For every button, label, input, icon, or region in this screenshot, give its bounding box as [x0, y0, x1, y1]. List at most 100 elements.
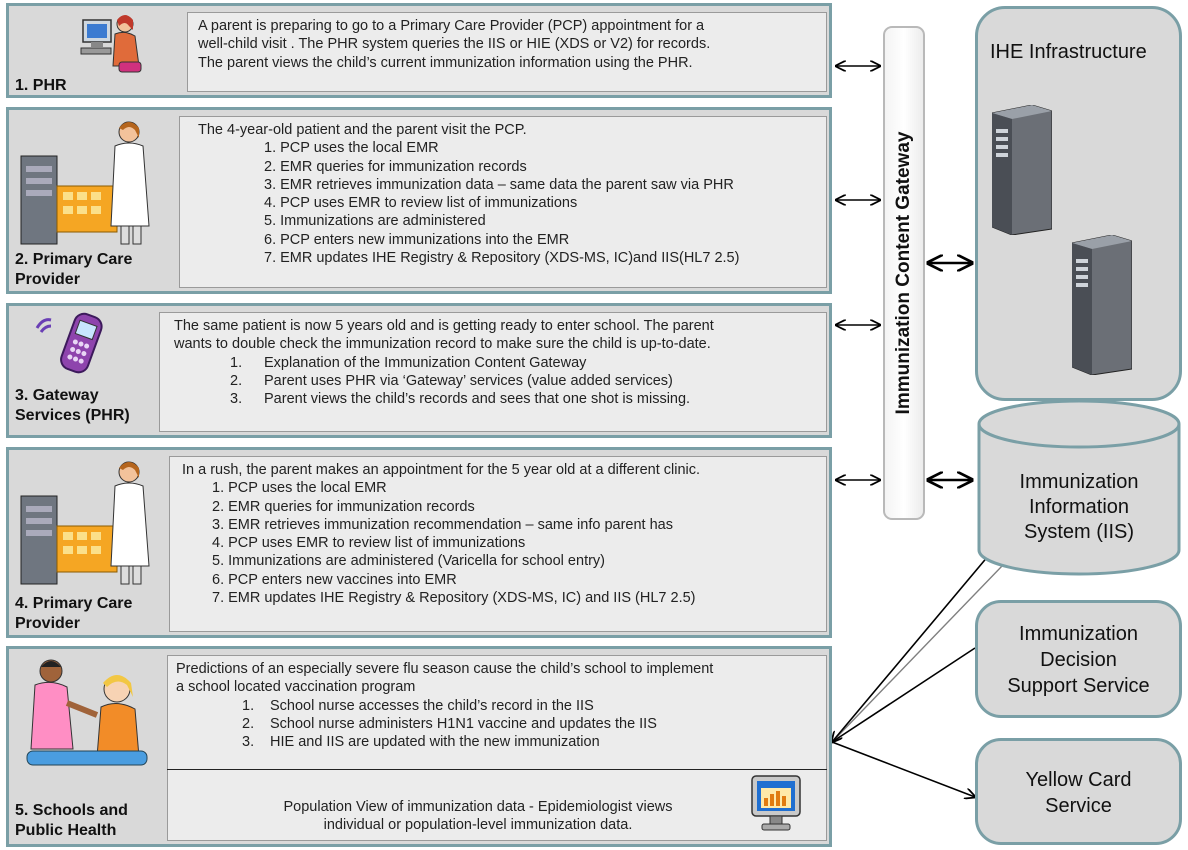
row-label-line: 5. Schools and — [15, 802, 128, 819]
row-description: Predictions of an especially severe flu … — [167, 655, 827, 841]
row-label: 5. Schools and Public Health — [15, 801, 128, 841]
row-description: A parent is preparing to go to a Primary… — [187, 12, 827, 92]
yellow-card-label: Yellow Card Service — [978, 767, 1179, 819]
doctor-clinic-icon — [17, 456, 157, 592]
step-number: 2. — [230, 372, 243, 389]
step-text: Parent uses PHR via ‘Gateway’ services (… — [264, 372, 673, 389]
ihe-infrastructure-box: IHE Infrastructure — [975, 6, 1182, 401]
row-label-line: Provider — [15, 271, 80, 288]
row-label: 4. Primary Care Provider — [15, 594, 132, 634]
idss-label-line: Decision — [1040, 649, 1117, 671]
step-item: 5. Immunizations are administered (Varic… — [212, 553, 606, 570]
step-number: 3. — [230, 391, 243, 408]
monitor-chart-icon — [750, 774, 802, 832]
row-phr: 1. PHR A parent is preparing to go to a … — [6, 3, 832, 98]
idss-label-line: Support Service — [1007, 675, 1150, 697]
description-line: wants to double check the immunization r… — [174, 336, 711, 353]
iis-database-cylinder: Immunization Information System (IIS) — [976, 398, 1182, 578]
step-item: 4. PCP uses EMR to review list of immuni… — [212, 535, 526, 552]
population-line: Population View of immunization data - E… — [283, 799, 673, 815]
row-description: The 4-year-old patient and the parent vi… — [179, 116, 827, 288]
step-text: HIE and IIS are updated with the new imm… — [270, 734, 600, 751]
row-description: In a rush, the parent makes an appointme… — [169, 456, 827, 632]
row-label: 3. Gateway Services (PHR) — [15, 386, 130, 426]
decision-support-service-box: Immunization Decision Support Service — [975, 600, 1182, 718]
ihe-title: IHE Infrastructure — [990, 41, 1147, 63]
description-line: The parent views the child’s current imm… — [198, 54, 693, 71]
population-line: individual or population-level immunizat… — [323, 817, 633, 834]
row-schools-public-health: 5. Schools and Public Health Predictions… — [6, 646, 832, 847]
gateway-label: Immunization Content Gateway — [893, 131, 914, 415]
step-item: 2. Parent uses PHR via ‘Gateway’ services… — [230, 372, 818, 390]
row-primary-care-2: 4. Primary Care Provider In a rush, the … — [6, 447, 832, 638]
step-item: 2. EMR queries for immunization records — [264, 158, 527, 175]
step-item: 2. EMR queries for immunization records — [212, 498, 475, 515]
nurse-vaccination-icon — [17, 653, 157, 773]
row-gateway-services: 3. Gateway Services (PHR) The same patie… — [6, 303, 832, 438]
step-item: 1.School nurse accesses the child’s reco… — [242, 697, 818, 715]
row-label-line: Provider — [15, 615, 80, 632]
step-item: 4. PCP uses EMR to review list of immuni… — [264, 195, 578, 212]
step-number: 2. — [242, 715, 255, 732]
step-list: 1. Explanation of the Immunization Conten… — [174, 354, 818, 409]
row-description: The same patient is now 5 years old and … — [159, 312, 827, 432]
step-item: 1. Explanation of the Immunization Conten… — [230, 354, 818, 372]
arrow-schools-iis — [832, 529, 1011, 742]
population-divider — [167, 769, 827, 770]
iis-label-line: System (IIS) — [1023, 521, 1134, 543]
description-line: The same patient is now 5 years old and … — [174, 318, 714, 334]
step-item: 3. Parent views the child’s records and s… — [230, 390, 818, 408]
row-label-line: 2. Primary Care — [15, 251, 133, 268]
yellow-card-service-box: Yellow Card Service — [975, 738, 1182, 845]
description-intro: In a rush, the parent makes an appointme… — [182, 462, 701, 478]
description-intro: The 4-year-old patient and the parent vi… — [198, 122, 527, 138]
step-number: 1. — [242, 697, 255, 714]
arrow-schools-yellow — [831, 741, 975, 797]
step-item: 3. HIE and IIS are updated with the new i… — [242, 733, 818, 751]
iis-label: Immunization Information System (IIS) — [976, 470, 1182, 545]
step-item: 1. PCP uses the local EMR — [212, 480, 387, 497]
server-icon — [1071, 234, 1133, 376]
step-text: Explanation of the Immunization Content … — [264, 354, 587, 371]
step-item: 1. PCP uses the local EMR — [264, 140, 439, 157]
iis-label-line: Immunization — [1019, 471, 1139, 493]
step-item: 7. EMR updates IHE Registry & Repository… — [264, 250, 740, 267]
row-primary-care-1: 2. Primary Care Provider The 4-year-old … — [6, 107, 832, 294]
step-text: School nurse administers H1N1 vaccine an… — [270, 715, 657, 732]
row-label-line: Public Health — [15, 822, 117, 839]
arrow-schools-idss — [831, 647, 976, 743]
step-text: Parent views the child’s records and see… — [264, 391, 691, 408]
yellow-card-label-line: Yellow Card — [1025, 769, 1132, 791]
step-item: 2. School nurse administers H1N1 vaccine … — [242, 715, 818, 733]
step-item: 7. EMR updates IHE Registry & Repository… — [212, 590, 696, 607]
mobile-phone-icon — [29, 310, 109, 376]
row-label-line: 3. Gateway — [15, 387, 99, 404]
description-line: well-child visit . The PHR system querie… — [198, 36, 711, 53]
step-item: 3. EMR retrieves immunization data – sam… — [264, 176, 734, 193]
step-item: 6. PCP enters new immunizations into the… — [264, 231, 570, 248]
row-label-line: Services (PHR) — [15, 407, 130, 424]
step-item: 6. PCP enters new vaccines into EMR — [212, 571, 457, 588]
server-icon — [991, 104, 1053, 236]
computer-user-icon — [79, 10, 145, 74]
iis-label-line: Information — [1028, 496, 1130, 518]
idss-label-line: Immunization — [1019, 623, 1138, 645]
step-list: 1. PCP uses the local EMR 2. EMR queries… — [182, 479, 818, 607]
step-list: 1.School nurse accesses the child’s reco… — [176, 697, 818, 752]
idss-label: Immunization Decision Support Service — [978, 621, 1179, 699]
step-list: 1. PCP uses the local EMR 2. EMR queries… — [198, 139, 818, 267]
row-label-line: 4. Primary Care — [15, 595, 133, 612]
step-number: 3. — [242, 734, 255, 751]
description-line: Predictions of an especially severe flu … — [176, 661, 714, 677]
description-line: a school located vaccination program — [176, 679, 416, 696]
step-item: 5. Immunizations are administered — [264, 213, 486, 230]
description-line: A parent is preparing to go to a Primary… — [198, 18, 705, 34]
population-view-text: Population View of immunization data - E… — [228, 798, 728, 835]
immunization-content-gateway: Immunization Content Gateway — [883, 26, 925, 520]
step-number: 1. — [230, 354, 243, 371]
doctor-clinic-icon — [17, 116, 157, 252]
row-label: 1. PHR — [15, 77, 67, 94]
row-label: 2. Primary Care Provider — [15, 250, 132, 290]
yellow-card-label-line: Service — [1045, 795, 1112, 817]
